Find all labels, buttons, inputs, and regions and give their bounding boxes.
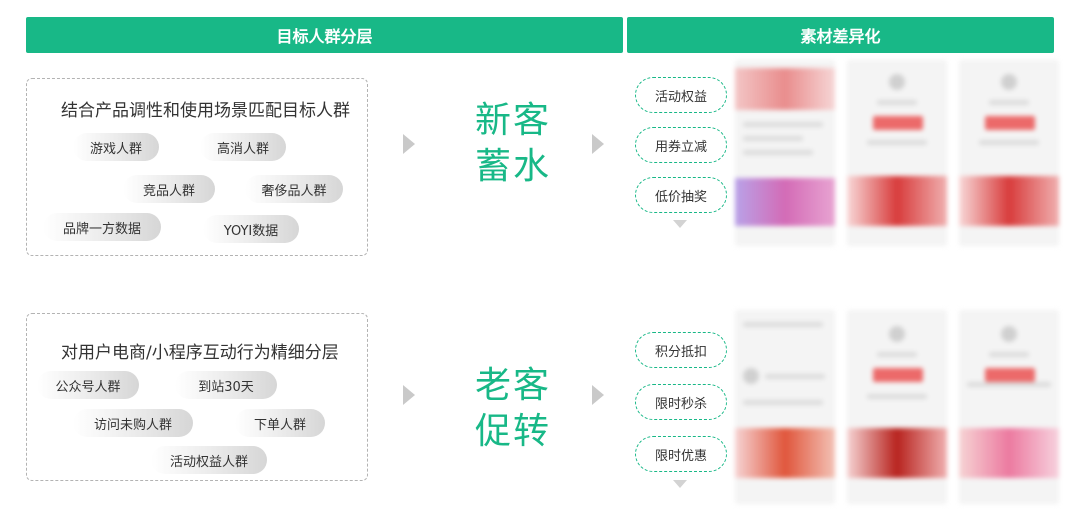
tag-coupon-discount: 用券立减 bbox=[635, 127, 727, 163]
pill-competitor-audience: 竞品人群 bbox=[123, 175, 215, 203]
pill-visited-30-days: 到站30天 bbox=[175, 371, 277, 399]
new-customer-segment-title: 结合产品调性和使用场景匹配目标人群 bbox=[61, 101, 350, 121]
existing-customer-segment-title: 对用户电商/小程序互动行为精细分层 bbox=[61, 343, 339, 363]
existing-customer-label: 老客 促转 bbox=[468, 363, 558, 455]
header-target-segmentation: 目标人群分层 bbox=[26, 17, 623, 53]
tag-limited-time-offer: 限时优惠 bbox=[635, 436, 727, 472]
tag-low-price-lottery: 低价抽奖 bbox=[635, 177, 727, 213]
pill-luxury-audience: 奢侈品人群 bbox=[245, 175, 343, 203]
pill-brand-first-party-data: 品牌一方数据 bbox=[43, 213, 161, 241]
pill-gaming-audience: 游戏人群 bbox=[73, 133, 159, 161]
arrow-right-icon bbox=[592, 385, 604, 405]
creative-card bbox=[959, 60, 1059, 246]
header-right-label: 素材差异化 bbox=[800, 27, 881, 46]
creative-card bbox=[959, 310, 1059, 504]
tag-points-deduction: 积分抵扣 bbox=[635, 332, 727, 368]
header-creative-differentiation: 素材差异化 bbox=[627, 17, 1054, 53]
new-customer-segment-box: 结合产品调性和使用场景匹配目标人群 游戏人群 高消人群 竞品人群 奢侈品人群 品… bbox=[26, 78, 368, 256]
new-customer-label-line1: 新客 bbox=[474, 100, 551, 141]
chevron-down-icon bbox=[673, 480, 687, 488]
creative-card bbox=[847, 310, 947, 504]
creative-card bbox=[847, 60, 947, 246]
creative-screenshots-existing-customer bbox=[735, 310, 1059, 506]
creative-card bbox=[735, 60, 835, 246]
existing-customer-label-line1: 老客 bbox=[474, 365, 551, 406]
pill-yoyi-data: YOYI数据 bbox=[203, 215, 299, 243]
arrow-right-icon bbox=[403, 134, 415, 154]
pill-activity-benefit-audience: 活动权益人群 bbox=[151, 446, 267, 474]
arrow-right-icon bbox=[403, 385, 415, 405]
header-left-label: 目标人群分层 bbox=[276, 27, 373, 46]
chevron-down-icon bbox=[673, 220, 687, 228]
arrow-right-icon bbox=[592, 134, 604, 154]
tag-flash-sale: 限时秒杀 bbox=[635, 384, 727, 420]
new-customer-label: 新客 蓄水 bbox=[468, 98, 558, 190]
pill-visited-not-purchased: 访问未购人群 bbox=[73, 409, 193, 437]
creative-screenshots-new-customer bbox=[735, 60, 1059, 248]
pill-official-account-audience: 公众号人群 bbox=[37, 371, 139, 399]
new-customer-label-line2: 蓄水 bbox=[474, 146, 551, 187]
creative-card bbox=[735, 310, 835, 504]
tag-activity-benefits: 活动权益 bbox=[635, 77, 727, 113]
pill-ordered-audience: 下单人群 bbox=[235, 409, 325, 437]
existing-customer-label-line2: 促转 bbox=[474, 411, 551, 452]
existing-customer-segment-box: 对用户电商/小程序互动行为精细分层 公众号人群 到站30天 访问未购人群 下单人… bbox=[26, 313, 368, 481]
pill-high-spending-audience: 高消人群 bbox=[200, 133, 286, 161]
